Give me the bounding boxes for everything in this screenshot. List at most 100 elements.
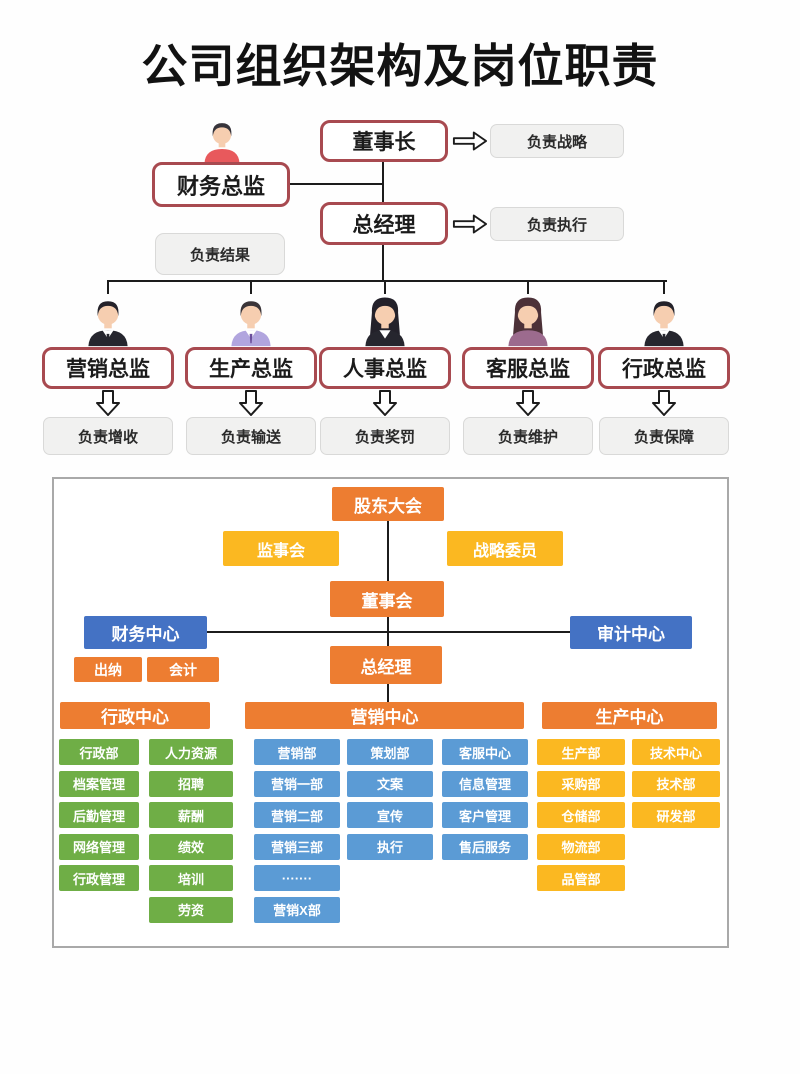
dept-box: 技术中心	[632, 739, 720, 765]
center-header-2: 营销中心	[245, 702, 524, 729]
dept-box: 客户管理	[442, 802, 528, 828]
director-duty-box-3: 负责奖罚	[320, 417, 450, 455]
page-title: 公司组织架构及岗位职责	[141, 40, 659, 92]
org-chart-panel: 股东大会 监事会 战略委员 董事会 财务中心 审计中心 出纳 会计 总经理 行政…	[52, 477, 729, 948]
down-arrow-icon	[515, 390, 541, 416]
right-arrow-icon	[452, 214, 488, 234]
dept-box: 营销一部	[254, 770, 340, 797]
chairman-box: 董事长	[320, 120, 448, 162]
down-arrow-icon	[373, 390, 397, 416]
connector-line	[382, 245, 384, 281]
director-duty-box-5: 负责保障	[599, 417, 729, 455]
dept-box: 招聘	[149, 770, 233, 797]
director-avatar-1	[80, 291, 136, 347]
dept-box: 生产部	[537, 739, 625, 765]
dept-box: 信息管理	[442, 770, 528, 797]
branch-drop-line	[384, 281, 386, 294]
director-avatar-3	[357, 291, 413, 347]
cashier-box: 出纳	[74, 657, 142, 682]
director-box-3: 人事总监	[319, 347, 451, 389]
center-header-3: 生产中心	[542, 702, 717, 729]
dept-box: 品管部	[537, 865, 625, 891]
audit-center-box: 审计中心	[570, 616, 692, 649]
director-box-2: 生产总监	[185, 347, 317, 389]
right-arrow-icon	[452, 212, 488, 236]
dept-box: 研发部	[632, 802, 720, 828]
dept-box: 策划部	[347, 739, 433, 765]
dept-box: 采购部	[537, 770, 625, 797]
board-box: 董事会	[330, 581, 444, 617]
dept-box: 技术部	[632, 770, 720, 797]
center-header-1: 行政中心	[60, 702, 210, 729]
chairman-duty-box: 负责战略	[490, 124, 624, 158]
dept-box: 网络管理	[59, 833, 139, 860]
branch-drop-line	[250, 281, 252, 294]
cfo-duty-box: 负责结果	[155, 233, 285, 275]
connector-line	[382, 162, 384, 202]
down-arrow-icon	[96, 390, 120, 416]
dept-box: 行政管理	[59, 865, 139, 891]
general-manager-box: 总经理	[330, 646, 442, 684]
dept-box: 薪酬	[149, 802, 233, 828]
dept-box: 营销部	[254, 739, 340, 765]
shareholders-box: 股东大会	[332, 487, 444, 521]
director-duty-box-2: 负责输送	[186, 417, 316, 455]
finance-center-box: 财务中心	[84, 616, 207, 649]
dept-box: 绩效	[149, 833, 233, 860]
down-arrow-icon	[239, 390, 263, 416]
dept-box: 营销X部	[254, 896, 340, 923]
dept-box: 售后服务	[442, 833, 528, 860]
dept-box: 营销三部	[254, 833, 340, 860]
dept-box: 文案	[347, 770, 433, 797]
dept-box: 客服中心	[442, 739, 528, 765]
down-arrow-icon	[95, 390, 121, 416]
branch-drop-line	[107, 281, 109, 294]
person-avatar-icon	[365, 297, 405, 347]
dept-box: 宣传	[347, 802, 433, 828]
down-arrow-icon	[651, 390, 677, 416]
director-avatar-5	[636, 291, 692, 347]
gm-duty-box: 负责执行	[490, 207, 624, 241]
dept-box: 劳资	[149, 896, 233, 923]
down-arrow-icon	[372, 390, 398, 416]
connector-line	[387, 521, 389, 581]
director-avatar-4	[500, 291, 556, 347]
cfo-box: 财务总监	[152, 162, 290, 207]
down-arrow-icon	[516, 390, 540, 416]
dept-box: 仓储部	[537, 802, 625, 828]
dept-box: 档案管理	[59, 770, 139, 797]
branch-line	[107, 280, 667, 282]
director-box-4: 客服总监	[462, 347, 594, 389]
accountant-box: 会计	[147, 657, 219, 682]
connector-line	[290, 183, 383, 185]
branch-drop-line	[527, 281, 529, 294]
dept-box: 后勤管理	[59, 802, 139, 828]
cfo-avatar	[197, 113, 247, 165]
dept-box: 人力资源	[149, 739, 233, 765]
dept-box: 行政部	[59, 739, 139, 765]
dept-box: 物流部	[537, 833, 625, 860]
person-avatar-icon	[231, 301, 271, 347]
director-avatar-2	[223, 291, 279, 347]
down-arrow-icon	[652, 390, 676, 416]
dept-box: ·······	[254, 865, 340, 891]
person-avatar-icon	[644, 301, 684, 347]
strategy-committee-box: 战略委员	[447, 531, 563, 566]
director-duty-box-1: 负责增收	[43, 417, 173, 455]
director-box-1: 营销总监	[42, 347, 174, 389]
down-arrow-icon	[238, 390, 264, 416]
person-avatar-icon	[508, 297, 548, 347]
gm-box: 总经理	[320, 202, 448, 245]
dept-box: 营销二部	[254, 802, 340, 828]
supervisory-box: 监事会	[223, 531, 339, 566]
person-avatar-icon	[204, 123, 240, 164]
dept-box: 执行	[347, 833, 433, 860]
connector-line	[387, 684, 389, 702]
branch-drop-line	[663, 281, 665, 294]
director-box-5: 行政总监	[598, 347, 730, 389]
connector-line	[206, 631, 571, 633]
director-duty-box-4: 负责维护	[463, 417, 593, 455]
right-arrow-icon	[452, 129, 488, 153]
right-arrow-icon	[452, 131, 488, 151]
